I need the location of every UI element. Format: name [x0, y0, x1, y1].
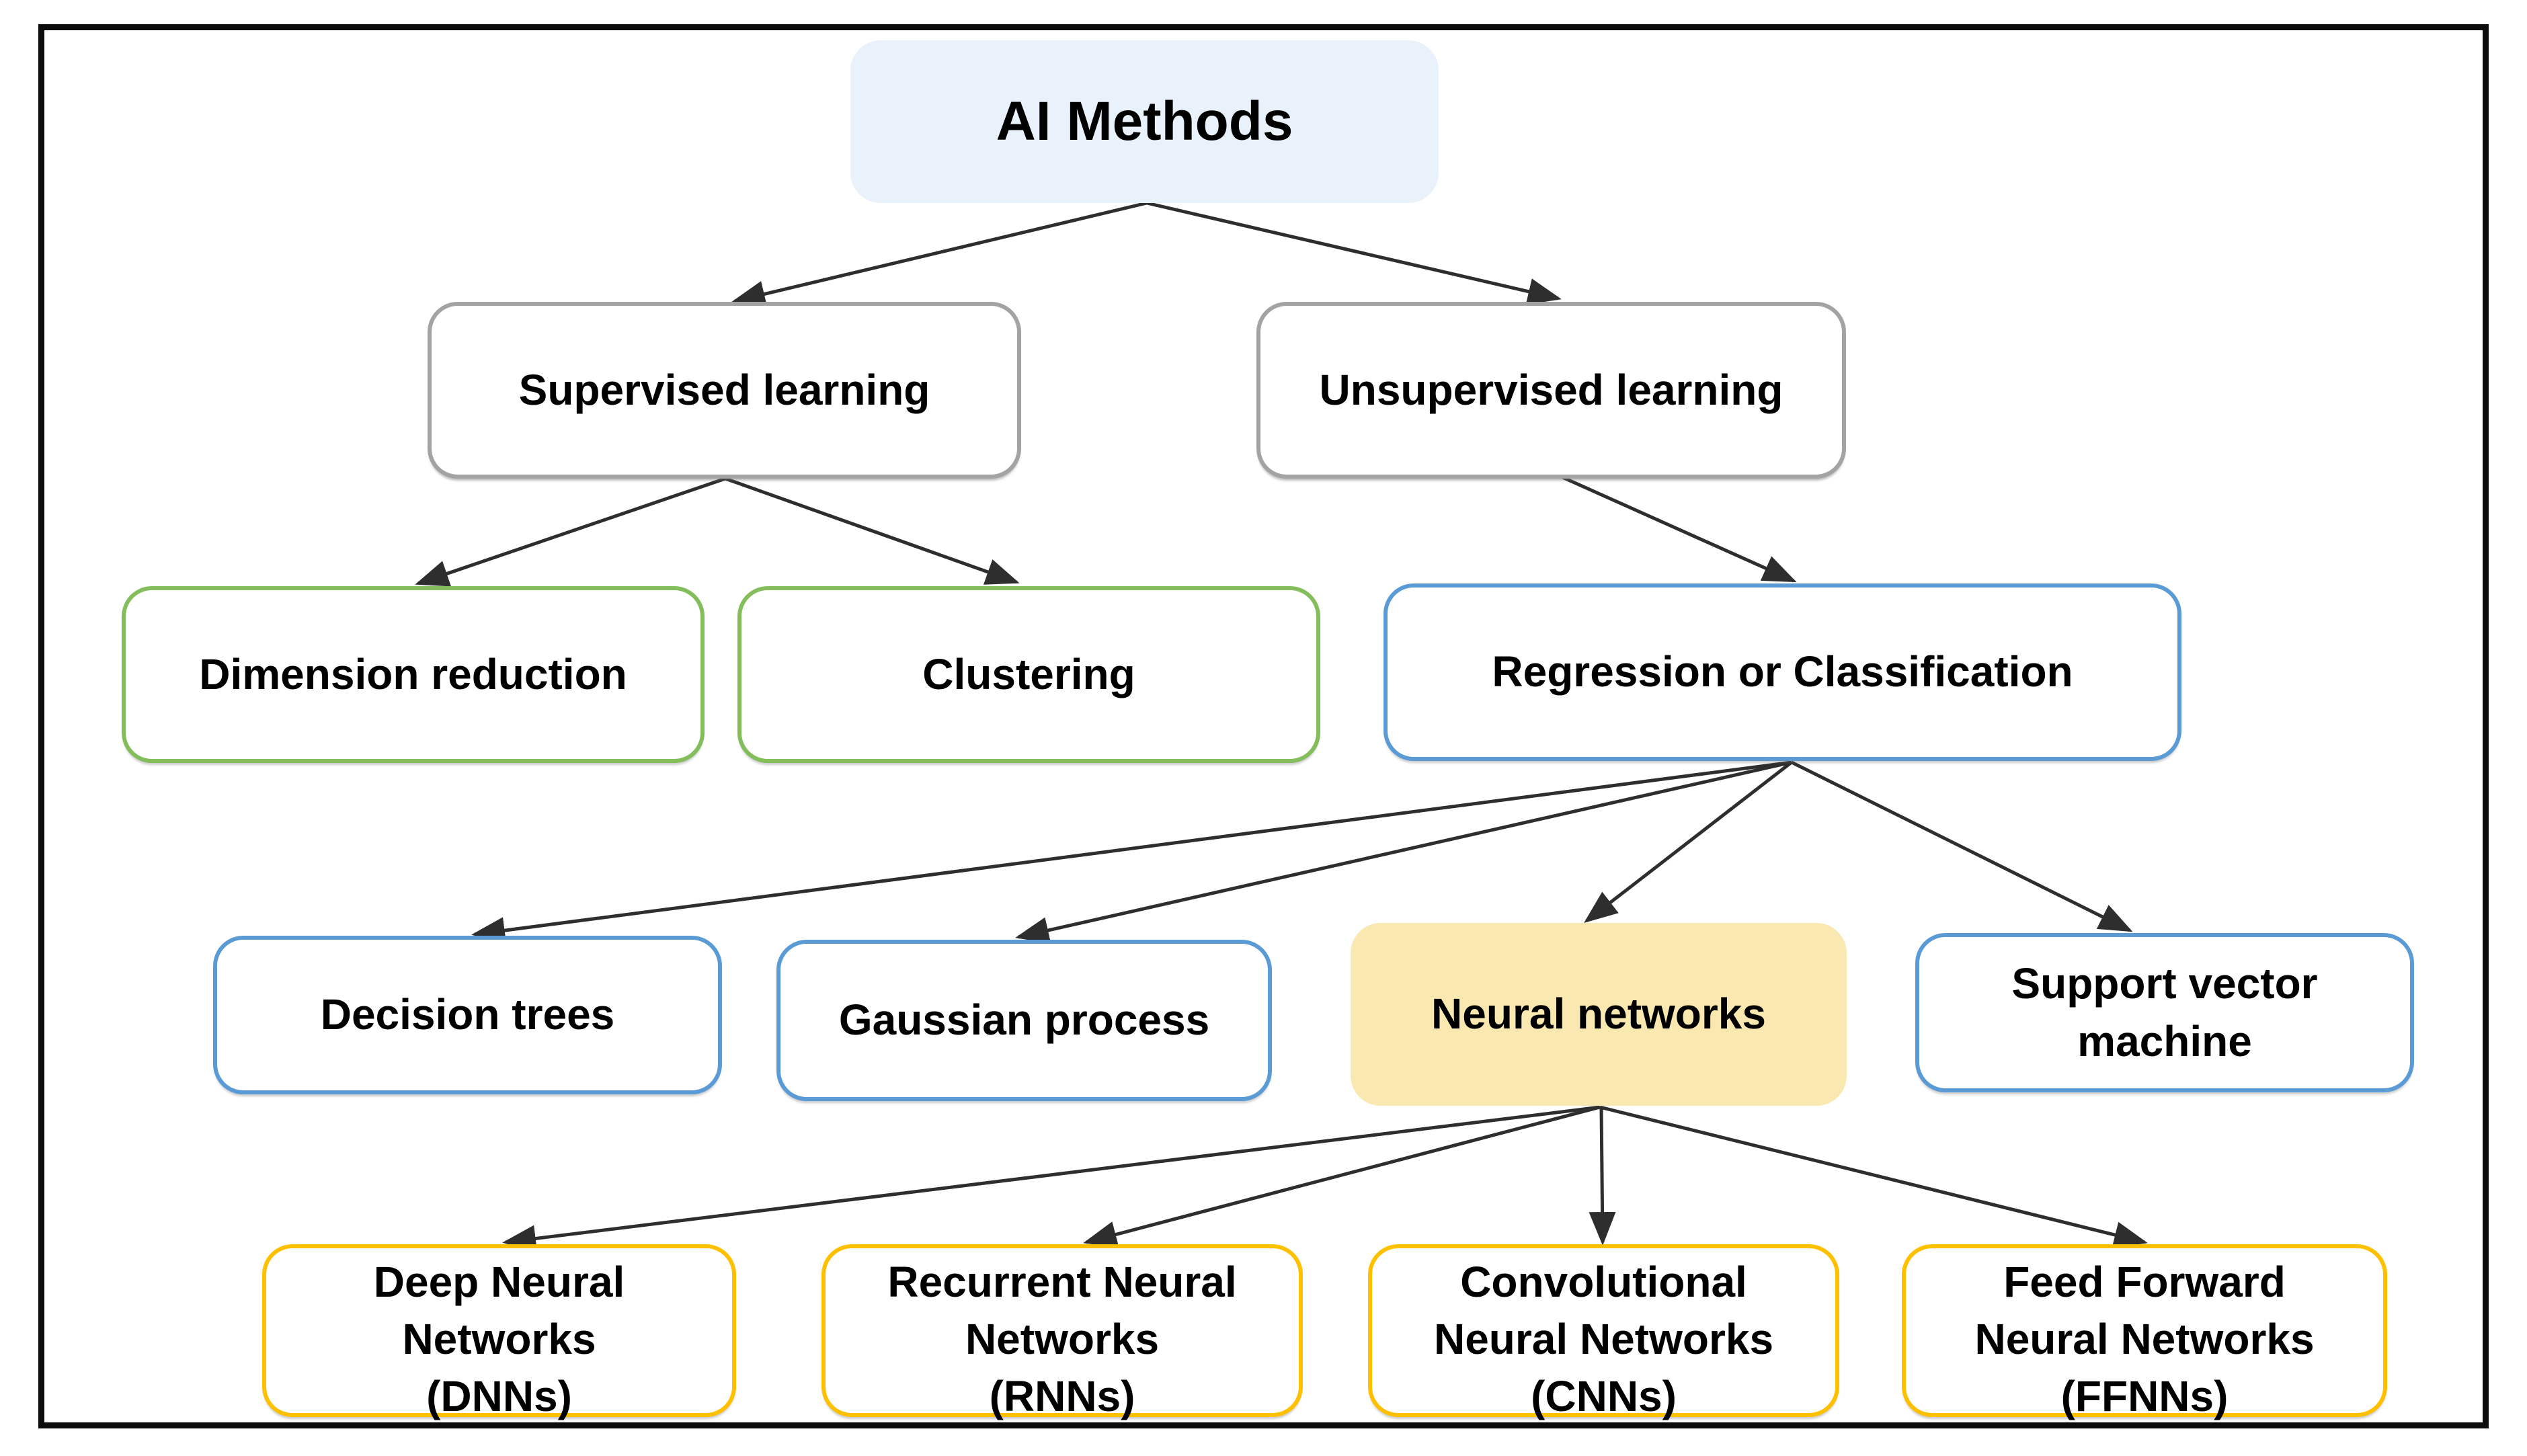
node-feed-forward-neural-networks: Feed Forward Neural Networks (FFNNs) — [1902, 1244, 2387, 1420]
node-recurrent-neural-networks: Recurrent Neural Networks (RNNs) — [821, 1244, 1303, 1420]
node-regression-or-classification: Regression or Classification — [1383, 583, 2181, 761]
node-label: Clustering — [922, 649, 1135, 698]
node-label: Regression or Classification — [1492, 647, 2073, 696]
node-label: Convolutional Neural Networks (CNNs) — [1433, 1258, 1774, 1421]
node-support-vector-machine: Support vector machine — [1915, 933, 2414, 1092]
node-label: Deep Neural Networks (DNNs) — [373, 1258, 625, 1421]
node-label: Unsupervised learning — [1319, 365, 1783, 414]
node-deep-neural-networks: Deep Neural Networks (DNNs) — [262, 1244, 736, 1420]
node-label: AI Methods — [996, 91, 1293, 153]
node-label: Feed Forward Neural Networks (FFNNs) — [1974, 1258, 2315, 1421]
node-dimension-reduction: Dimension reduction — [122, 586, 705, 763]
node-gaussian-process: Gaussian process — [776, 940, 1272, 1101]
node-label: Dimension reduction — [199, 649, 627, 698]
node-label: Neural networks — [1431, 989, 1766, 1039]
node-convolutional-neural-networks: Convolutional Neural Networks (CNNs) — [1368, 1244, 1839, 1420]
node-ai-methods: AI Methods — [850, 40, 1439, 203]
node-label: Supervised learning — [518, 365, 930, 414]
node-label: Gaussian process — [838, 996, 1210, 1045]
node-decision-trees: Decision trees — [213, 936, 722, 1094]
node-label: Decision trees — [320, 990, 615, 1039]
node-label: Support vector machine — [2011, 959, 2318, 1065]
node-supervised-learning: Supervised learning — [428, 302, 1021, 479]
diagram-frame-border — [38, 24, 2489, 1428]
node-label: Recurrent Neural Networks (RNNs) — [887, 1258, 1237, 1421]
node-clustering: Clustering — [737, 586, 1320, 763]
node-unsupervised-learning: Unsupervised learning — [1256, 302, 1846, 479]
node-neural-networks: Neural networks — [1351, 923, 1847, 1106]
